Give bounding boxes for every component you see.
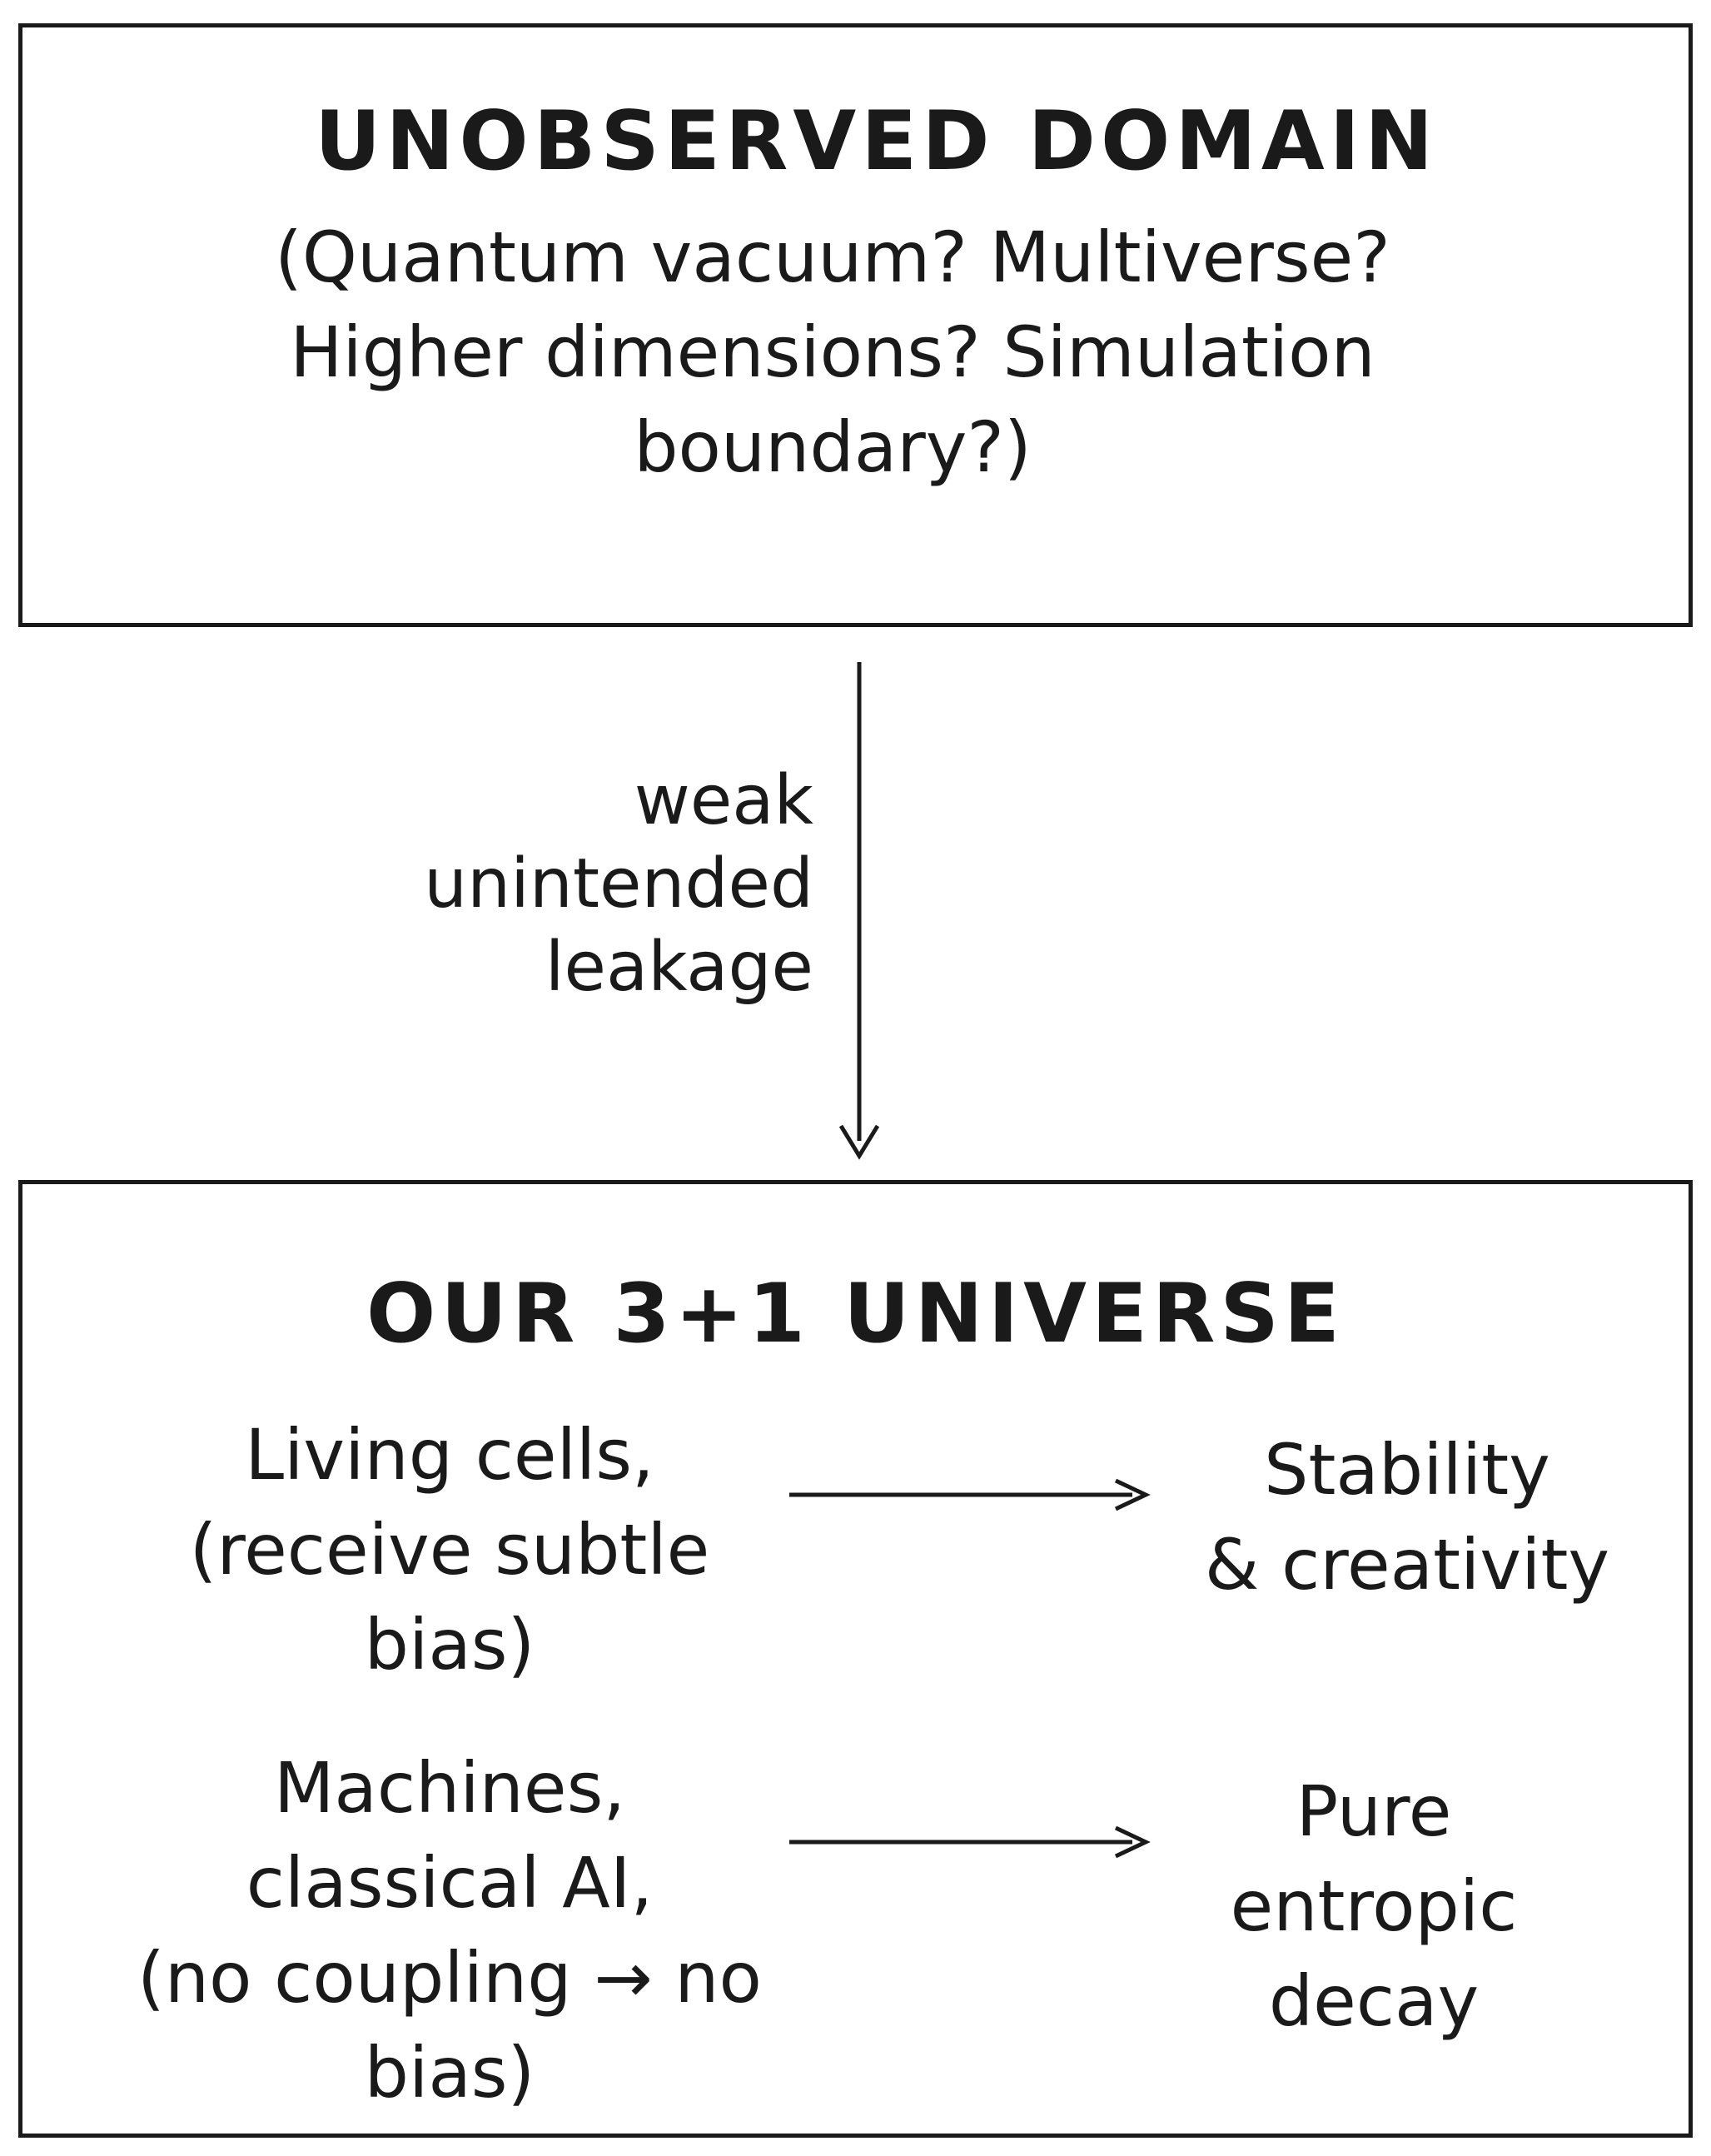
node-line: & creativity (1204, 1524, 1610, 1606)
node-line: (receive subtle (189, 1509, 710, 1591)
node-line: Living cells, (245, 1414, 654, 1496)
our-universe-title: OUR 3+1 UNIVERSE (366, 1267, 1345, 1362)
unobserved-domain-box: UNOBSERVED DOMAIN (18, 23, 1693, 627)
node-line: bias) (364, 1604, 535, 1685)
description-line: (Quantum vacuum? Multiverse? (275, 217, 1390, 298)
unobserved-domain-description: (Quantum vacuum? Multiverse? Higher dime… (150, 210, 1515, 495)
node-line: Stability (1264, 1429, 1550, 1511)
node-line: classical AI, (246, 1842, 654, 1924)
node-line: Machines, (273, 1747, 626, 1829)
description-line: Higher dimensions? Simulation (290, 311, 1375, 393)
leakage-label: weak unintended leakage (424, 759, 813, 1009)
stability-creativity-node: Stability & creativity (1107, 1422, 1707, 1612)
living-cells-node: Living cells, (receive subtle bias) (125, 1407, 774, 1692)
unobserved-domain-title: UNOBSERVED DOMAIN (314, 94, 1439, 189)
our-universe-box: OUR 3+1 UNIVERSE (18, 1180, 1693, 2138)
node-line: decay (1268, 1960, 1480, 2042)
leakage-label-line: unintended (424, 844, 813, 924)
node-line: Pure (1296, 1770, 1452, 1852)
node-line: entropic (1230, 1865, 1518, 1947)
node-line: bias) (364, 2032, 535, 2114)
node-line: (no coupling → no (137, 1937, 762, 2019)
machines-node: Machines, classical AI, (no coupling → n… (33, 1740, 866, 2120)
entropic-decay-node: Pure entropic decay (1149, 1764, 1599, 2049)
leakage-label-line: weak (634, 761, 813, 840)
description-line: boundary?) (634, 406, 1032, 488)
leakage-label-line: leakage (545, 928, 813, 1007)
leakage-arrow (838, 662, 880, 1160)
